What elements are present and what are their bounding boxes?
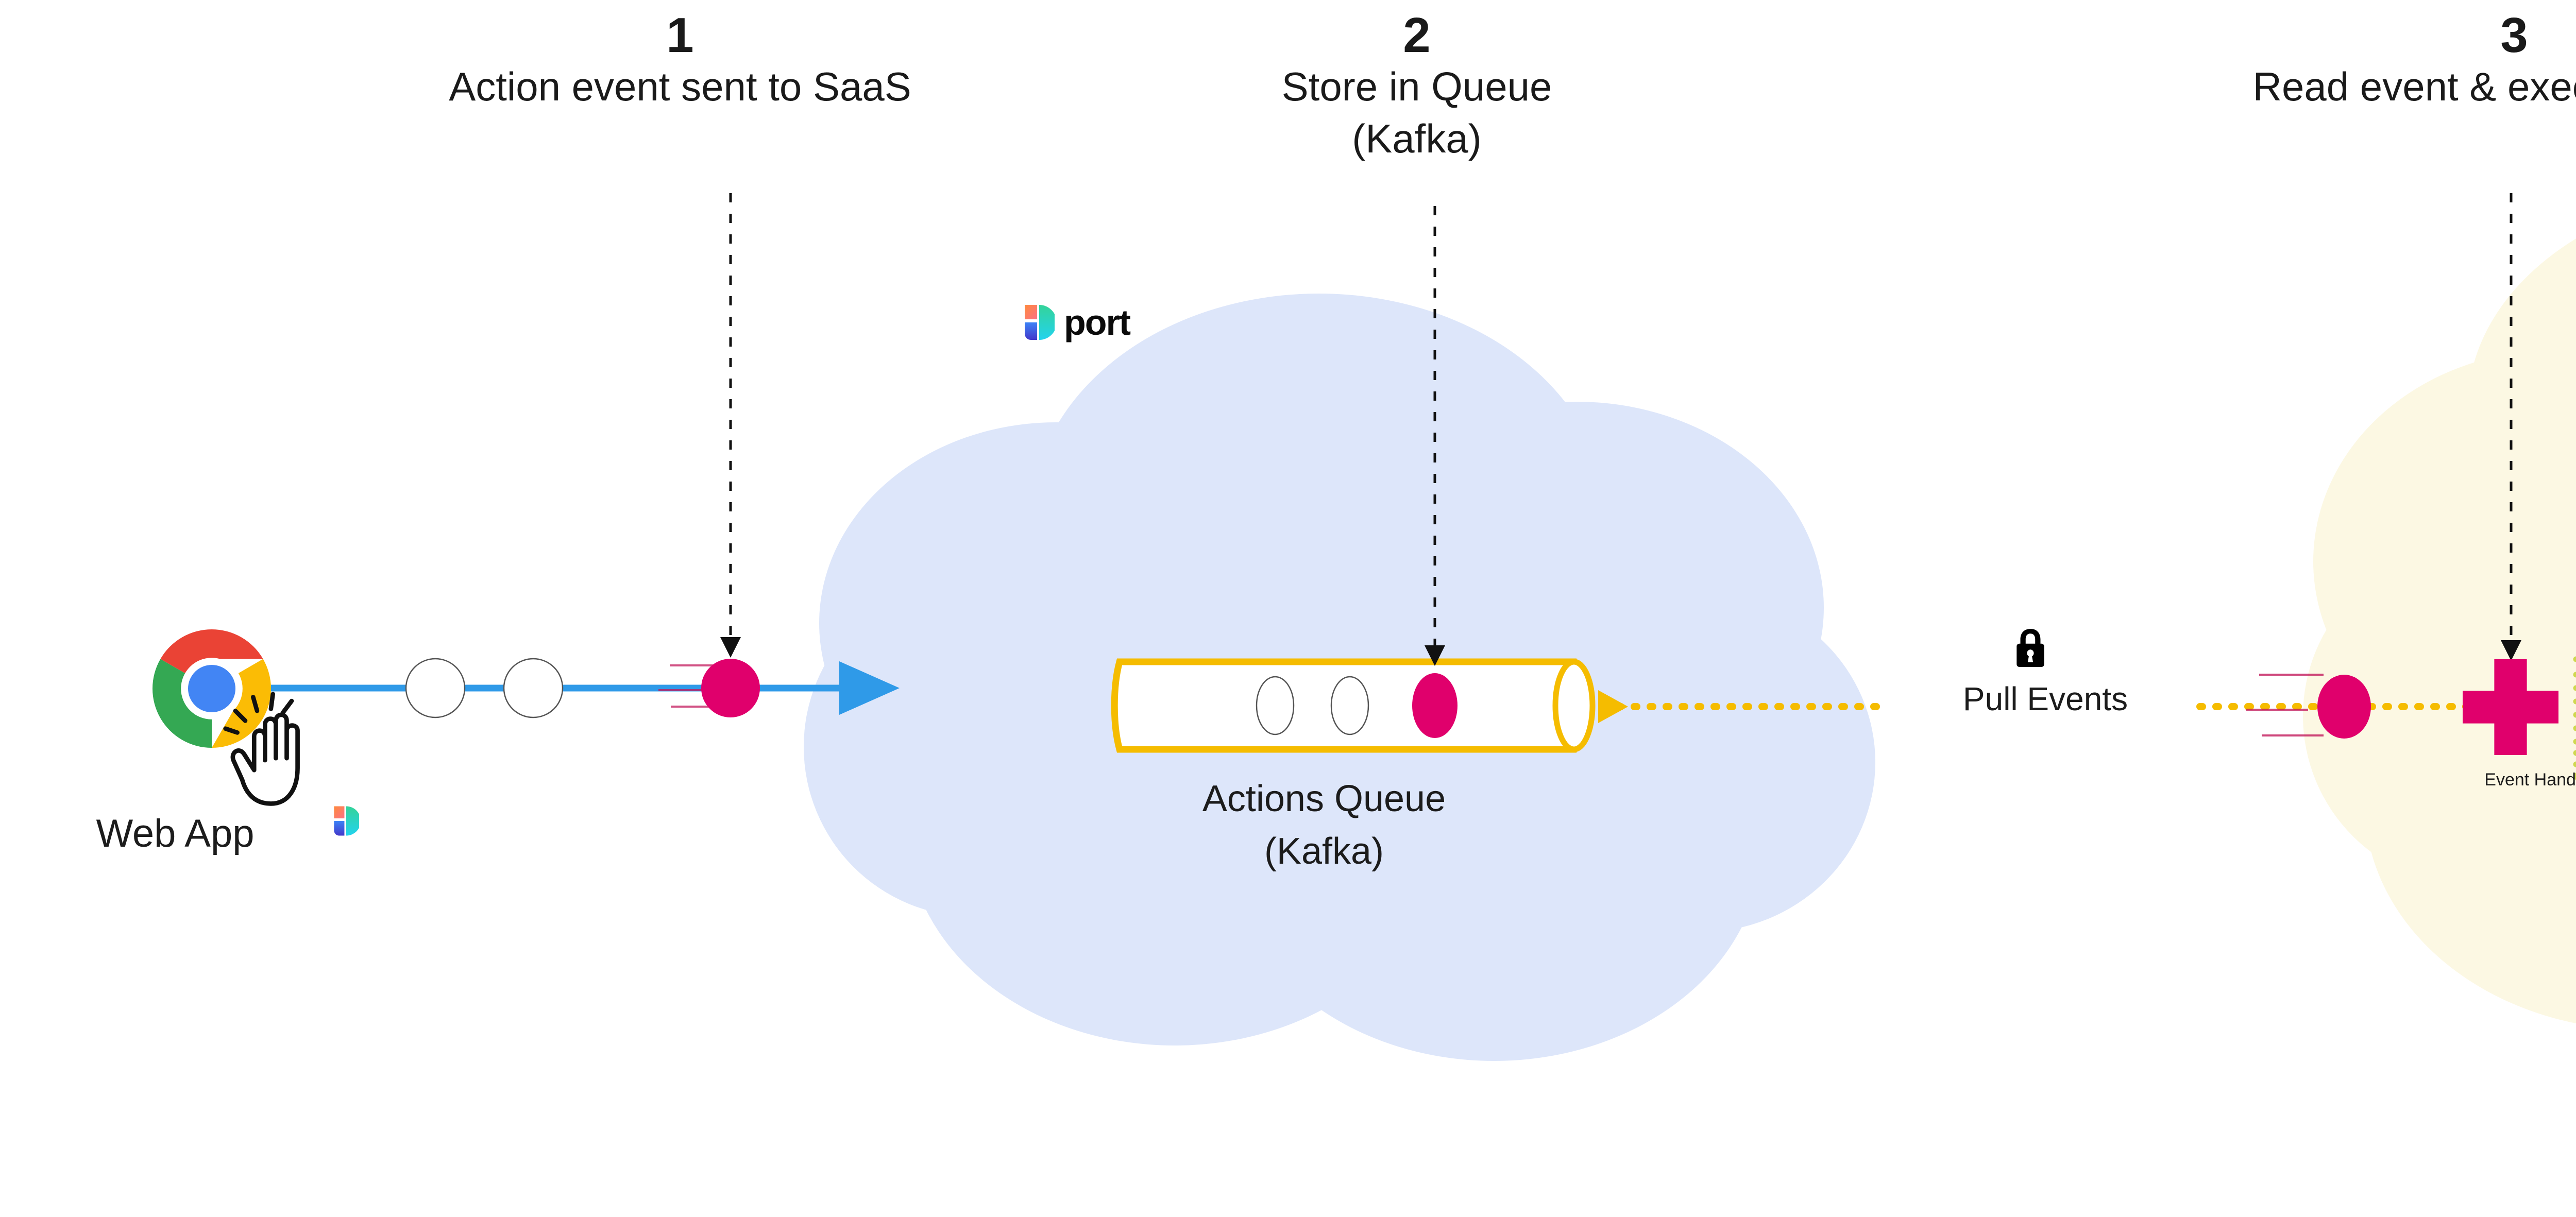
queue-slot-empty-2 xyxy=(1330,676,1369,735)
port-logo-icon xyxy=(334,806,359,836)
lock-icon xyxy=(2016,629,2044,667)
cursor-hand-icon xyxy=(223,692,300,806)
event-handler-cross-icon xyxy=(2463,659,2558,755)
webapp-to-saas-connector xyxy=(268,658,900,718)
web-app-label: Web App xyxy=(96,812,255,855)
step-1-number: 1 xyxy=(666,8,694,63)
step-3-header: 3 Read event & execute runner xyxy=(2050,10,2576,113)
step-1-header: 1 Action event sent to SaaS xyxy=(216,10,1144,113)
actions-queue-cylinder xyxy=(1111,658,1596,753)
queue-slot-empty-1 xyxy=(1256,676,1295,735)
step-1-label: Action event sent to SaaS xyxy=(449,63,911,109)
queue-slot-filled-3 xyxy=(1412,673,1458,738)
runner-event-dot xyxy=(2317,675,2371,739)
step-2-header: 2 Store in Queue (Kafka) xyxy=(953,10,1880,165)
pipeline-dot-empty-2 xyxy=(503,658,564,718)
step-3-label: Read event & execute runner xyxy=(2252,63,2576,109)
port-wordmark-text: port xyxy=(1064,302,1131,342)
pull-events-label: Pull Events xyxy=(1962,680,2128,717)
step-3-number: 3 xyxy=(2500,8,2528,63)
port-logo-icon xyxy=(1025,305,1055,340)
step-2-label: Store in Queue (Kafka) xyxy=(1281,63,1552,162)
pipeline-dot-empty-1 xyxy=(405,658,466,718)
step-2-number: 2 xyxy=(1403,8,1431,63)
pull-events-connector xyxy=(1598,674,2477,739)
port-wordmark: port xyxy=(1023,302,1131,342)
actions-queue-label: Actions Queue (Kafka) xyxy=(1202,778,1446,872)
pipeline-dot-filled-3 xyxy=(701,659,760,717)
event-handler-label: Event Handler xyxy=(2484,770,2576,790)
